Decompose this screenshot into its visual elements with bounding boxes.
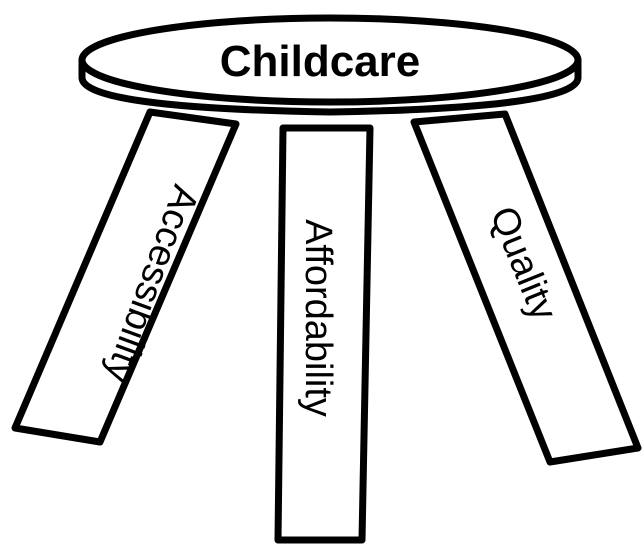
leg-left <box>11 108 240 446</box>
leg-middle-label: Affordability <box>297 219 339 417</box>
seat-top <box>78 14 582 106</box>
leg-middle <box>274 124 374 544</box>
seat-label: Childcare <box>220 37 421 86</box>
leg-right <box>410 110 642 466</box>
